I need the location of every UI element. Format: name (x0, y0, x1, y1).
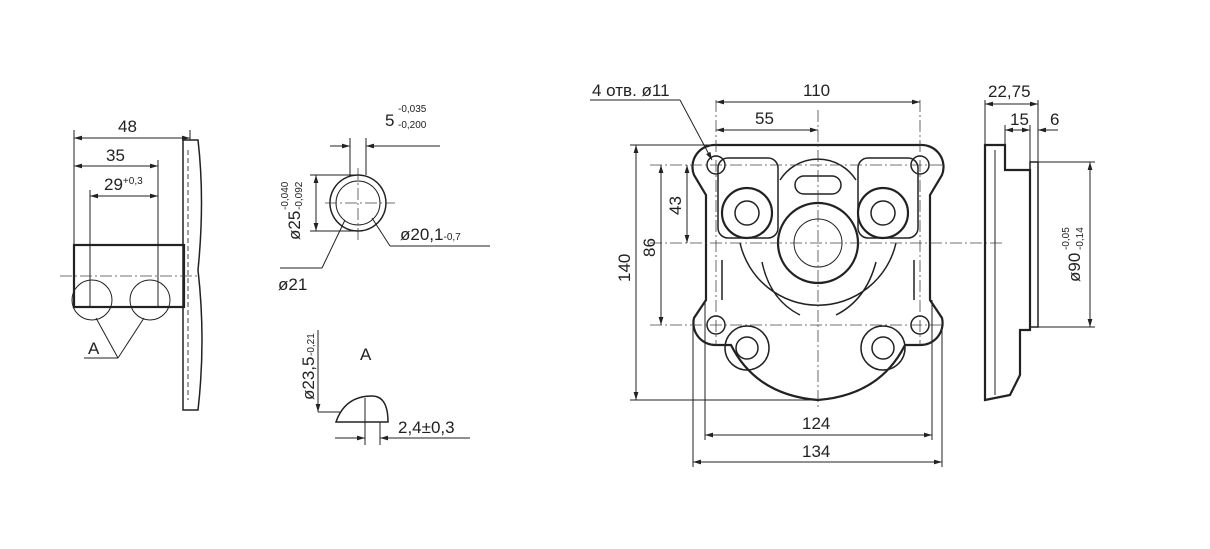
dim-55: 55 (755, 109, 774, 128)
dim-5: 5 (385, 111, 394, 130)
dim-48: 48 (118, 117, 137, 136)
dim-width: 2,4±0,3 (398, 418, 455, 437)
side-profile (983, 143, 1032, 402)
dim-134: 134 (802, 442, 830, 461)
svg-text:-0,05: -0,05 (1061, 227, 1072, 250)
dim-35: 35 (106, 146, 125, 165)
svg-text:-0,21: -0,21 (306, 333, 317, 356)
dim-43: 43 (666, 196, 685, 215)
left-side-view: 48 35 29+0,3 A (60, 117, 203, 411)
dim-15: 15 (1010, 110, 1029, 129)
svg-text:-0,200: -0,200 (398, 120, 427, 131)
dim-d21: ø21 (278, 275, 307, 294)
dim-22-75: 22,75 (988, 82, 1031, 101)
detail-circle-2 (129, 279, 171, 321)
spline-section: 5 -0,035 -0,200 ø25 -0,040 -0,092 ø20,1-… (278, 104, 490, 294)
front-view: 110 55 140 86 43 124 134 4 отв. ø11 (590, 81, 1005, 467)
tooth-profile (334, 395, 389, 423)
svg-text:ø25: ø25 (285, 211, 304, 240)
dim-86: 86 (640, 238, 659, 257)
dim-d20: ø20,1-0,7 (400, 225, 461, 244)
detail-a: A ø23,5 -0,21 2,4±0,3 (299, 330, 470, 445)
dim-29: 29+0,3 (104, 175, 143, 194)
detail-a-title: A (360, 345, 372, 364)
right-side-view: 22,75 15 6 ø90 -0,05 -0,14 (983, 82, 1095, 402)
dim-d25: ø25 -0,040 -0,092 (280, 181, 305, 240)
dim-d23: ø23,5 -0,21 (299, 333, 318, 400)
svg-text:-0,040: -0,040 (280, 181, 291, 210)
dim-d90: ø90 -0,05 -0,14 (1061, 227, 1086, 282)
svg-text:ø90: ø90 (1065, 253, 1084, 282)
holes-note: 4 отв. ø11 (592, 81, 670, 100)
dim-140: 140 (615, 254, 634, 282)
svg-text:-0,092: -0,092 (294, 181, 305, 210)
svg-text:-0,035: -0,035 (398, 104, 427, 115)
detail-label-a: A (88, 339, 100, 358)
dim-110: 110 (803, 81, 830, 100)
dim-6: 6 (1050, 110, 1059, 129)
dim-124: 124 (802, 414, 830, 433)
flange-section (182, 139, 203, 411)
svg-text:-0,14: -0,14 (1075, 227, 1086, 250)
detail-circle-1 (71, 279, 113, 321)
svg-text:ø23,5: ø23,5 (299, 357, 318, 400)
